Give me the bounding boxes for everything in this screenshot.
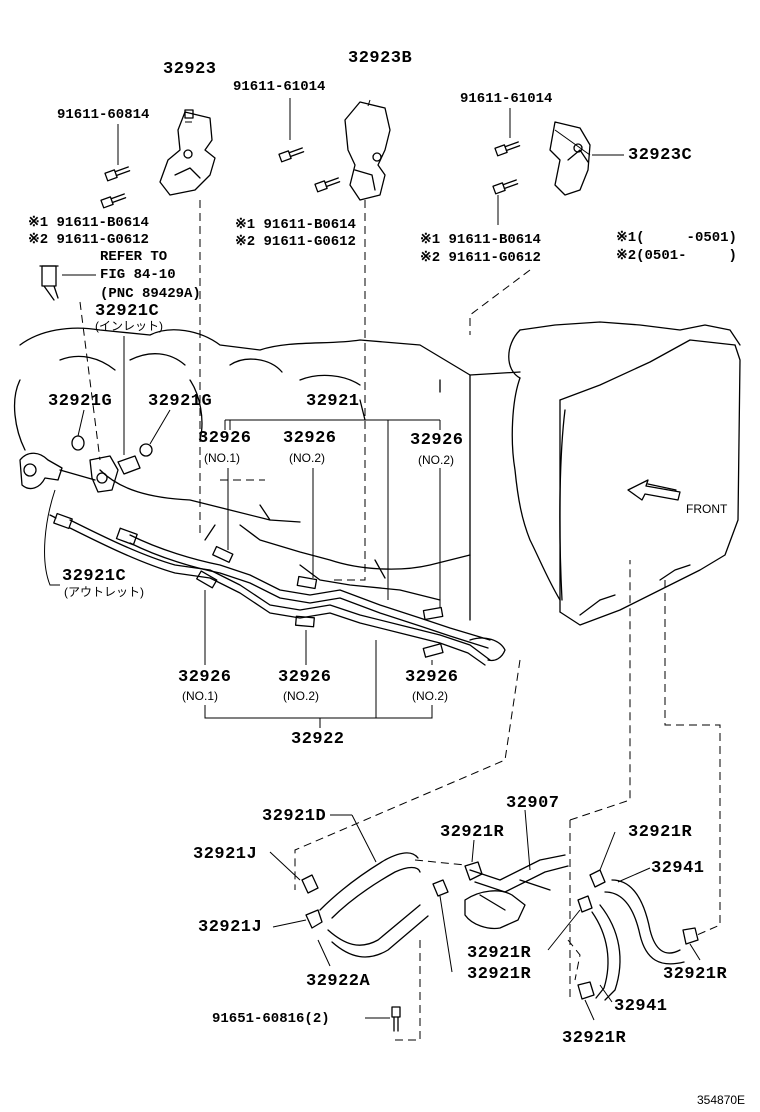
no2-label-c: (NO.2) [283, 689, 319, 703]
part-label-32941-a: 32941 [651, 859, 705, 878]
part-label-32926-6: 32926 [405, 668, 459, 687]
part-label-32921c-inlet: 32921C [95, 302, 160, 321]
bracket-32923C [550, 122, 590, 195]
no2-label-b: (NO.2) [418, 453, 454, 467]
note2-c: ※2 91611-G0612 [420, 250, 541, 266]
sub-label-outlet: (アウトレット) [64, 585, 144, 599]
part-label-32921r-d: 32921R [467, 965, 532, 984]
bolt-label-91611-60814: 91611-60814 [57, 107, 150, 123]
part-label-32922: 32922 [291, 730, 345, 749]
pipe-clamps [197, 547, 443, 658]
part-label-32926-1: 32926 [198, 429, 252, 448]
part-label-32921g-b: 32921G [148, 392, 213, 411]
part-label-32941-b: 32941 [614, 997, 668, 1016]
part-label-32921j-b: 32921J [198, 918, 263, 937]
no2-label-d: (NO.2) [412, 689, 448, 703]
part-label-32921: 32921 [306, 392, 360, 411]
bolt-icons [101, 140, 520, 1031]
refer-to-line2: FIG 84-10 [100, 267, 176, 283]
part-label-32926-2: 32926 [283, 429, 337, 448]
hose-clamps [302, 862, 698, 999]
part-label-32921j-a: 32921J [193, 845, 258, 864]
bolt-label-91651-60816: 91651-60816(2) [212, 1011, 330, 1027]
part-label-32907: 32907 [506, 794, 560, 813]
legend-note1: ※1( -0501) [616, 230, 737, 246]
part-label-32926-5: 32926 [278, 668, 332, 687]
no2-label-a: (NO.2) [289, 451, 325, 465]
figure-id: 354870E [697, 1093, 746, 1107]
part-label-32921r-b: 32921R [628, 823, 693, 842]
part-label-32926-4: 32926 [178, 668, 232, 687]
part-label-32926-3: 32926 [410, 431, 464, 450]
note1-a: ※1 91611-B0614 [28, 215, 149, 231]
part-label-32922a: 32922A [306, 972, 371, 991]
sub-label-inlet: (インレット) [95, 319, 163, 333]
union-fittings [20, 266, 152, 492]
part-label-32923b: 32923B [348, 49, 413, 68]
note1-c: ※1 91611-B0614 [420, 232, 541, 248]
refer-to-line3: (PNC 89429A) [100, 286, 201, 302]
legend-note2: ※2(0501- ) [616, 248, 737, 264]
refer-to-line1: REFER TO [100, 249, 168, 265]
front-label: FRONT [686, 502, 728, 516]
part-label-32921g-a: 32921G [48, 392, 113, 411]
part-label-32921r-c: 32921R [467, 944, 532, 963]
part-label-32921c-outlet: 32921C [62, 567, 127, 586]
hoses [320, 853, 684, 1000]
note2-b: ※2 91611-G0612 [235, 234, 356, 250]
leader-lines [45, 98, 700, 1020]
part-label-32923: 32923 [163, 60, 217, 79]
cooler-pipes [50, 514, 505, 665]
no1-label-a: (NO.1) [204, 451, 240, 465]
bracket-32923B [345, 102, 390, 200]
note2-a: ※2 91611-G0612 [28, 232, 149, 248]
transfer-housing [509, 322, 740, 625]
bolt-label-91611-61014-a: 91611-61014 [233, 79, 326, 95]
part-label-32923c: 32923C [628, 146, 693, 165]
part-label-32921d: 32921D [262, 807, 327, 826]
bracket-32923 [160, 110, 215, 195]
front-arrow-icon [628, 480, 680, 500]
note1-b: ※1 91611-B0614 [235, 217, 356, 233]
bolt-label-91611-61014-b: 91611-61014 [460, 91, 553, 107]
no1-label-b: (NO.1) [182, 689, 218, 703]
part-label-32921r-a: 32921R [440, 823, 505, 842]
dashed-references [80, 200, 720, 1040]
part-label-32921r-f: 32921R [562, 1029, 627, 1048]
part-label-32921r-e: 32921R [663, 965, 728, 984]
